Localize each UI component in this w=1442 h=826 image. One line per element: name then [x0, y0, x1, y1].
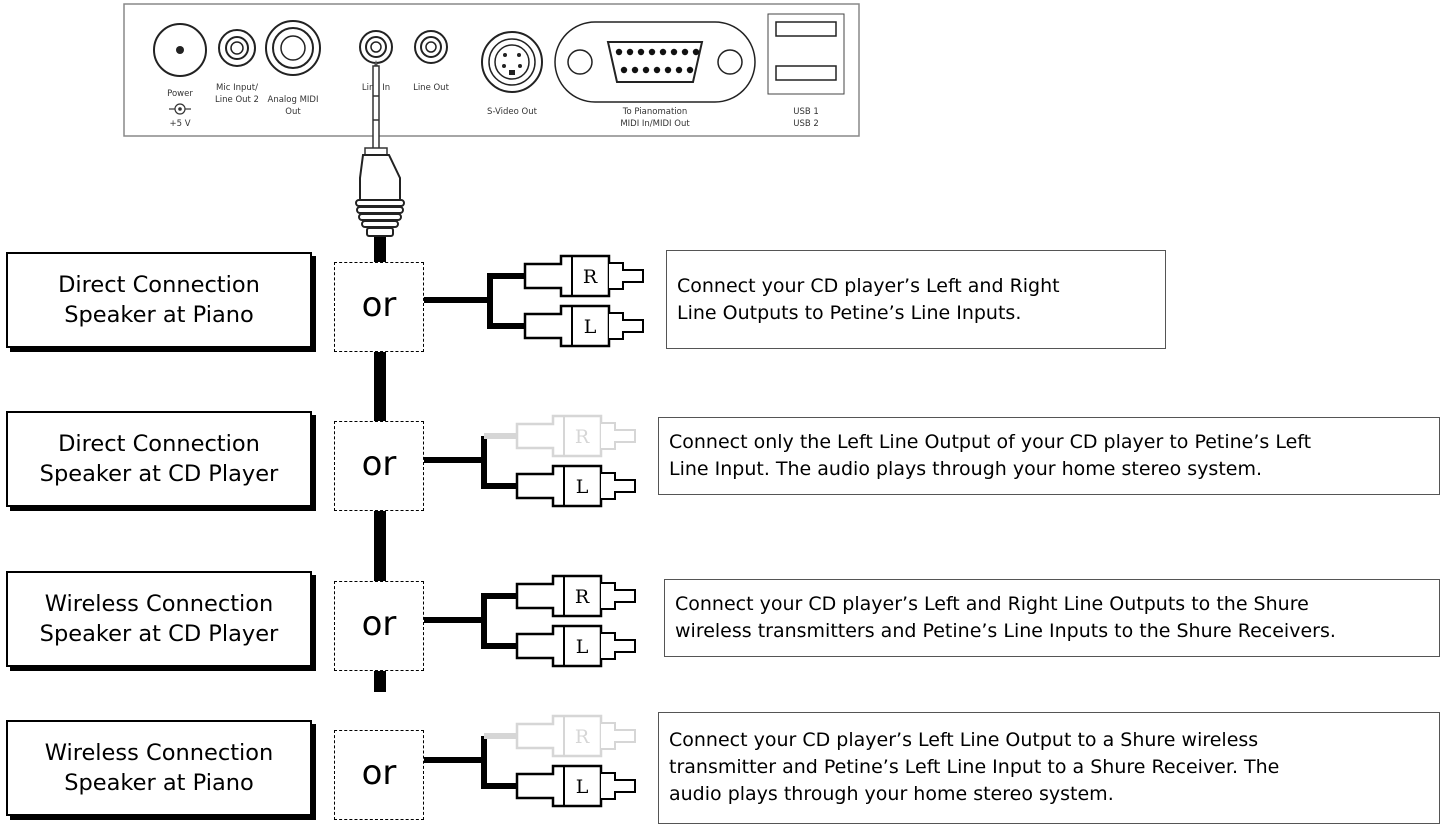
option-4-title-line1: Wireless Connection — [44, 740, 274, 766]
line-out-jack — [414, 30, 448, 64]
plug-letter: R — [575, 586, 590, 608]
power-label: Power — [167, 89, 193, 99]
or-label: or — [361, 604, 397, 644]
option-3-title-line2: Speaker at CD Player — [39, 621, 279, 647]
svideo-label: S-Video Out — [487, 107, 538, 117]
or-box-4: or — [334, 730, 424, 820]
line-out-label: Line Out — [413, 83, 449, 93]
option-3-box: Wireless Connection Speaker at CD Player — [6, 571, 312, 667]
or-box-1: or — [334, 262, 424, 352]
option-2-description: Connect only the Left Line Output of you… — [658, 417, 1440, 495]
or-label: or — [361, 444, 397, 484]
option-2-description-line1: Connect only the Left Line Output of you… — [669, 431, 1312, 453]
mic-input-jack — [218, 29, 256, 67]
option-2-title-line2: Speaker at CD Player — [39, 461, 279, 487]
power-polarity-icon — [169, 103, 191, 115]
option-3-description-line1: Connect your CD player’s Left and Right … — [675, 593, 1309, 615]
mini-plug-icon — [355, 60, 405, 237]
rca-plug-left-4: L — [515, 764, 636, 808]
pianomation-db15-connector — [554, 21, 756, 103]
rca-plug-right-2: R — [515, 414, 636, 458]
mic-input-label: Mic Input/ — [216, 83, 258, 93]
plug-letter: R — [575, 726, 590, 748]
midi-in-out-label: MIDI In/MIDI Out — [620, 119, 690, 129]
plug-letter: L — [584, 316, 597, 338]
usb1-label: USB 1 — [793, 107, 819, 117]
option-1-title-line1: Direct Connection — [58, 272, 260, 298]
rca-plug-right-4: R — [515, 714, 636, 758]
option-4-description-line3: audio plays through your home stereo sys… — [669, 782, 1114, 805]
rca-plug-right-1: R — [523, 254, 644, 298]
branch-1-wiring — [422, 273, 525, 329]
branch-4-wiring — [422, 733, 517, 789]
or-box-2: or — [334, 421, 424, 511]
rca-plugs: R L R L R L R L — [515, 254, 644, 808]
plug-letter: L — [576, 776, 589, 798]
or-box-3: or — [334, 581, 424, 671]
option-2-description-line2: Line Input. The audio plays through your… — [669, 458, 1263, 480]
option-1-box: Direct Connection Speaker at Piano — [6, 252, 312, 348]
branch-2-wiring — [422, 433, 517, 489]
usb2-label: USB 2 — [793, 119, 819, 129]
plug-letter: L — [576, 636, 589, 658]
power-voltage-label: +5 V — [169, 119, 190, 129]
option-1-title-line2: Speaker at Piano — [64, 302, 254, 328]
svideo-jack — [481, 31, 543, 93]
plug-letter: L — [576, 476, 589, 498]
analog-midi-out-jack — [265, 20, 321, 76]
option-4-box: Wireless Connection Speaker at Piano — [6, 720, 312, 816]
or-label: or — [361, 285, 397, 325]
option-3-title-line1: Wireless Connection — [44, 591, 274, 617]
rca-plug-right-3: R — [515, 574, 636, 618]
pianomation-label: To Pianomation — [622, 107, 688, 117]
option-1-description-line2: Line Outputs to Petine’s Line Inputs. — [677, 301, 1022, 324]
rca-plug-left-2: L — [515, 464, 636, 508]
option-1-description-line1: Connect your CD player’s Left and Right — [677, 274, 1060, 297]
analog-midi-label: Analog MIDI — [268, 95, 319, 105]
rear-panel: Power +5 V Mic Input/ Line Out 2 Analog … — [123, 3, 860, 137]
analog-midi-out-label: Out — [285, 107, 301, 117]
rca-plug-left-1: L — [523, 304, 644, 348]
plug-letter: R — [575, 426, 590, 448]
option-2-box: Direct Connection Speaker at CD Player — [6, 411, 312, 507]
usb-ports — [767, 13, 845, 95]
branch-3-wiring — [422, 593, 517, 649]
option-4-description-line2: transmitter and Petine’s Left Line Input… — [669, 755, 1280, 778]
power-jack — [153, 23, 207, 77]
plug-letter: R — [583, 266, 598, 288]
or-label: or — [361, 753, 397, 793]
option-3-description: Connect your CD player’s Left and Right … — [664, 579, 1440, 657]
option-4-description: Connect your CD player’s Left Line Outpu… — [658, 712, 1440, 824]
option-4-description-line1: Connect your CD player’s Left Line Outpu… — [669, 728, 1259, 751]
option-4-title-line2: Speaker at Piano — [64, 770, 254, 796]
option-1-description: Connect your CD player’s Left and Right … — [666, 250, 1166, 349]
option-3-description-line2: wireless transmitters and Petine’s Line … — [675, 620, 1336, 642]
rca-plug-left-3: L — [515, 624, 636, 668]
line-out-2-label: Line Out 2 — [215, 95, 259, 105]
option-2-title-line1: Direct Connection — [58, 431, 260, 457]
rear-panel-body — [123, 3, 860, 137]
